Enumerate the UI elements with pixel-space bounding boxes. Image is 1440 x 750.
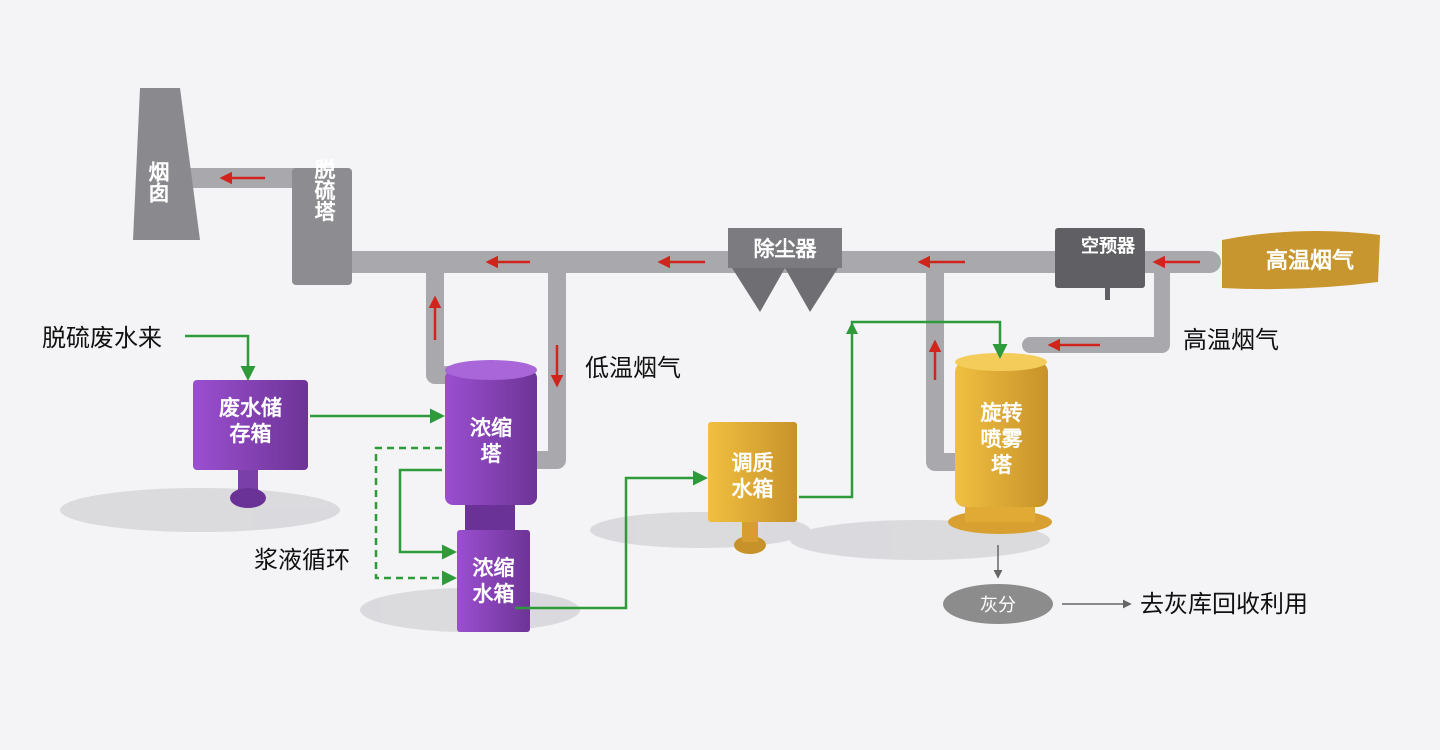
wastewater-storage-tank: 废水储存箱 — [193, 380, 308, 508]
air-preheater: 空预器 — [1055, 228, 1145, 300]
to-ash-storage-label: 去灰库回收利用 — [1140, 590, 1308, 618]
air-preheater-label: 空预器 — [1081, 235, 1136, 257]
chimney-label: 烟囱 — [146, 161, 170, 203]
concentration-water-tank-label: 浓缩水箱 — [472, 556, 515, 606]
floor-shadows — [60, 488, 1050, 632]
ash-output: 灰分 — [943, 545, 1132, 624]
dust-collector-label: 除尘器 — [754, 237, 818, 261]
high-temp-flue-gas-label: 高温烟气 — [1183, 326, 1279, 354]
desulfurization-tower-label: 脱硫塔 — [312, 158, 336, 223]
ash-label: 灰分 — [980, 595, 1016, 616]
conditioning-water-tank-label: 调质水箱 — [731, 451, 774, 501]
low-temp-flue-gas-label: 低温烟气 — [585, 354, 681, 382]
concentration-water-tank: 浓缩水箱 — [457, 530, 530, 632]
slurry-circulation-label: 浆液循环 — [254, 546, 350, 574]
flue-gas-arrows — [219, 171, 1200, 388]
desulfurization-tower: 脱硫塔 — [292, 158, 352, 285]
up-arrow-icon — [846, 322, 858, 334]
wastewater-storage-tank-label: 废水储存箱 — [219, 396, 282, 446]
concentration-tower-label: 浓缩塔 — [470, 416, 512, 466]
rotary-spray-tower-label: 旋转喷雾塔 — [980, 401, 1023, 477]
water-flow-lines — [185, 320, 1008, 610]
dust-collector: 除尘器 — [728, 228, 842, 312]
conditioning-water-tank: 调质水箱 — [708, 422, 797, 554]
banner-label: 高温烟气 — [1266, 248, 1354, 274]
rotary-spray-tower: 旋转喷雾塔 — [948, 353, 1052, 534]
concentration-tower: 浓缩塔 — [445, 360, 537, 530]
chimney: 烟囱 — [133, 88, 200, 240]
high-temp-flue-gas-banner: 高温烟气 — [1222, 231, 1380, 290]
wastewater-in-label: 脱硫废水来 — [42, 324, 162, 352]
